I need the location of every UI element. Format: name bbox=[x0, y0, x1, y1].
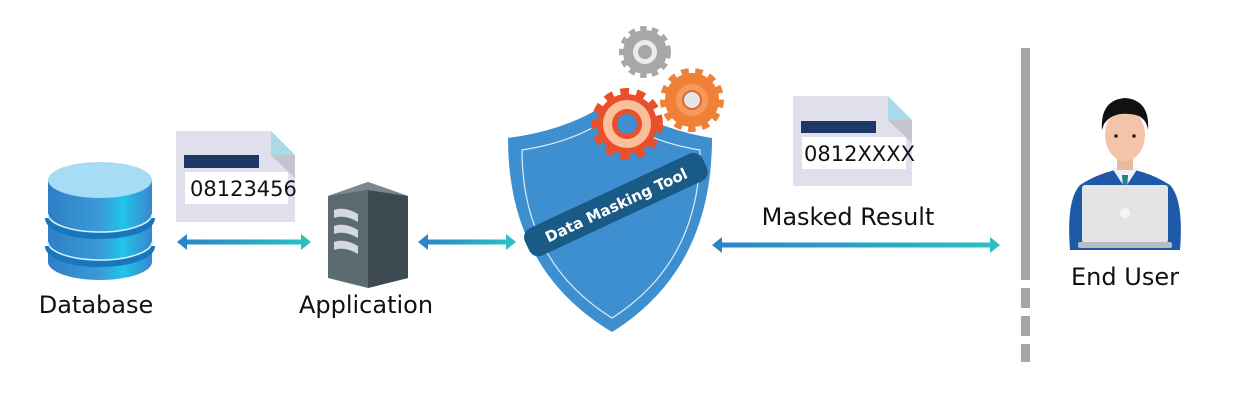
masked-data-document: 0812XXXX bbox=[793, 96, 915, 186]
gray-gear-icon bbox=[619, 26, 671, 78]
red-gear-icon bbox=[591, 88, 663, 160]
original-data-document: 08123456 bbox=[176, 131, 297, 222]
original-value: 08123456 bbox=[190, 177, 297, 201]
orange-gear-icon bbox=[660, 68, 724, 132]
bidirectional-arrow bbox=[418, 234, 516, 250]
bidirectional-arrow bbox=[712, 237, 1000, 253]
document-header-bar bbox=[184, 155, 259, 168]
application-server-icon bbox=[328, 182, 408, 288]
end-user-avatar bbox=[1069, 98, 1181, 250]
database-label: Database bbox=[39, 291, 154, 319]
application-label: Application bbox=[299, 291, 433, 319]
document-header-bar bbox=[801, 121, 876, 133]
boundary-divider bbox=[1021, 48, 1030, 362]
bidirectional-arrow bbox=[177, 234, 311, 250]
masked-result-label: Masked Result bbox=[762, 203, 935, 231]
end-user-label: End User bbox=[1071, 263, 1179, 291]
database-icon bbox=[45, 162, 155, 280]
masked-value: 0812XXXX bbox=[804, 142, 915, 166]
